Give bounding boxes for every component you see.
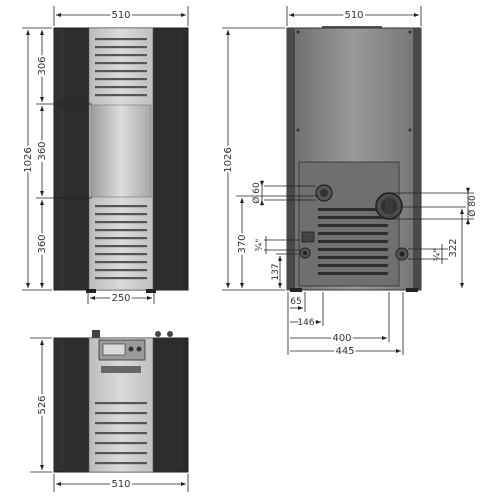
front-total-height-dimension: 1026 <box>21 27 52 291</box>
rear-offset-146-label: 146 <box>297 318 314 328</box>
front-width-label: 510 <box>111 10 130 21</box>
front-view: 510 1026 306 360 360 <box>21 6 189 306</box>
rear-height-322-dimension: 322 <box>400 206 466 288</box>
rear-pipe-right-label: ¾" <box>433 249 443 262</box>
rear-diameter-80-label: Ø 80 <box>467 195 478 217</box>
front-stove-body <box>53 27 189 293</box>
rear-offset-400-label: 400 <box>332 333 351 344</box>
front-section-dimensions: 306 360 360 <box>35 30 92 288</box>
front-section-middle-label: 360 <box>37 141 48 160</box>
rear-bottom-dimensions: 65 146 400 445 <box>287 292 404 359</box>
top-width-label: 510 <box>111 479 130 490</box>
rear-pipe-left-label: ¾" <box>255 239 265 252</box>
front-width-dimension: 510 <box>53 6 189 26</box>
top-view: 526 510 <box>30 330 189 492</box>
front-foot-spacing-dimension: 250 <box>87 291 155 306</box>
front-top-grille <box>95 38 147 97</box>
rear-diameter-60-label: Ø 60 <box>251 182 262 204</box>
top-stove-body <box>53 330 189 473</box>
front-bottom-grille <box>95 205 147 280</box>
rear-pipe-right-dimension: ¾" <box>408 244 448 264</box>
top-grille <box>95 402 147 465</box>
front-foot-left <box>86 289 96 293</box>
top-depth-label: 526 <box>37 395 48 414</box>
rear-height-322-label: 322 <box>448 238 459 257</box>
rear-view: 510 1026 370 Ø 60 <box>221 6 478 359</box>
front-foot-right <box>146 289 156 293</box>
top-depth-dimension: 526 <box>30 337 52 473</box>
rear-width-label: 510 <box>344 10 363 21</box>
pellet-hopper-lid <box>101 366 141 373</box>
rear-height-137-label: 137 <box>271 263 281 280</box>
front-total-height-label: 1026 <box>23 147 34 172</box>
rear-offset-65-label: 65 <box>290 297 301 307</box>
rear-width-dimension: 510 <box>286 6 422 26</box>
rear-height-370-dimension: 370 <box>235 195 318 288</box>
control-display <box>102 343 126 356</box>
rear-pipe-left-dimension: ¾" <box>255 236 300 254</box>
front-foot-spacing-label: 250 <box>111 293 130 304</box>
rear-total-height-label: 1026 <box>223 147 234 172</box>
front-glass-door <box>90 104 152 198</box>
rear-cooling-fins <box>318 208 388 275</box>
rear-diameter-60-dimension: Ø 60 <box>251 180 316 206</box>
front-section-top-label: 306 <box>37 56 48 75</box>
rear-height-137-dimension: 137 <box>270 253 298 288</box>
rear-total-height-dimension: 1026 <box>221 27 285 291</box>
rear-height-370-label: 370 <box>237 234 248 253</box>
rear-offset-445-label: 445 <box>335 346 354 357</box>
top-width-dimension: 510 <box>53 474 189 492</box>
rear-diameter-80-dimension: Ø 80 <box>392 187 478 225</box>
front-section-bottom-label: 360 <box>37 234 48 253</box>
rear-stove-body <box>286 26 422 292</box>
water-connection-left <box>301 231 315 243</box>
